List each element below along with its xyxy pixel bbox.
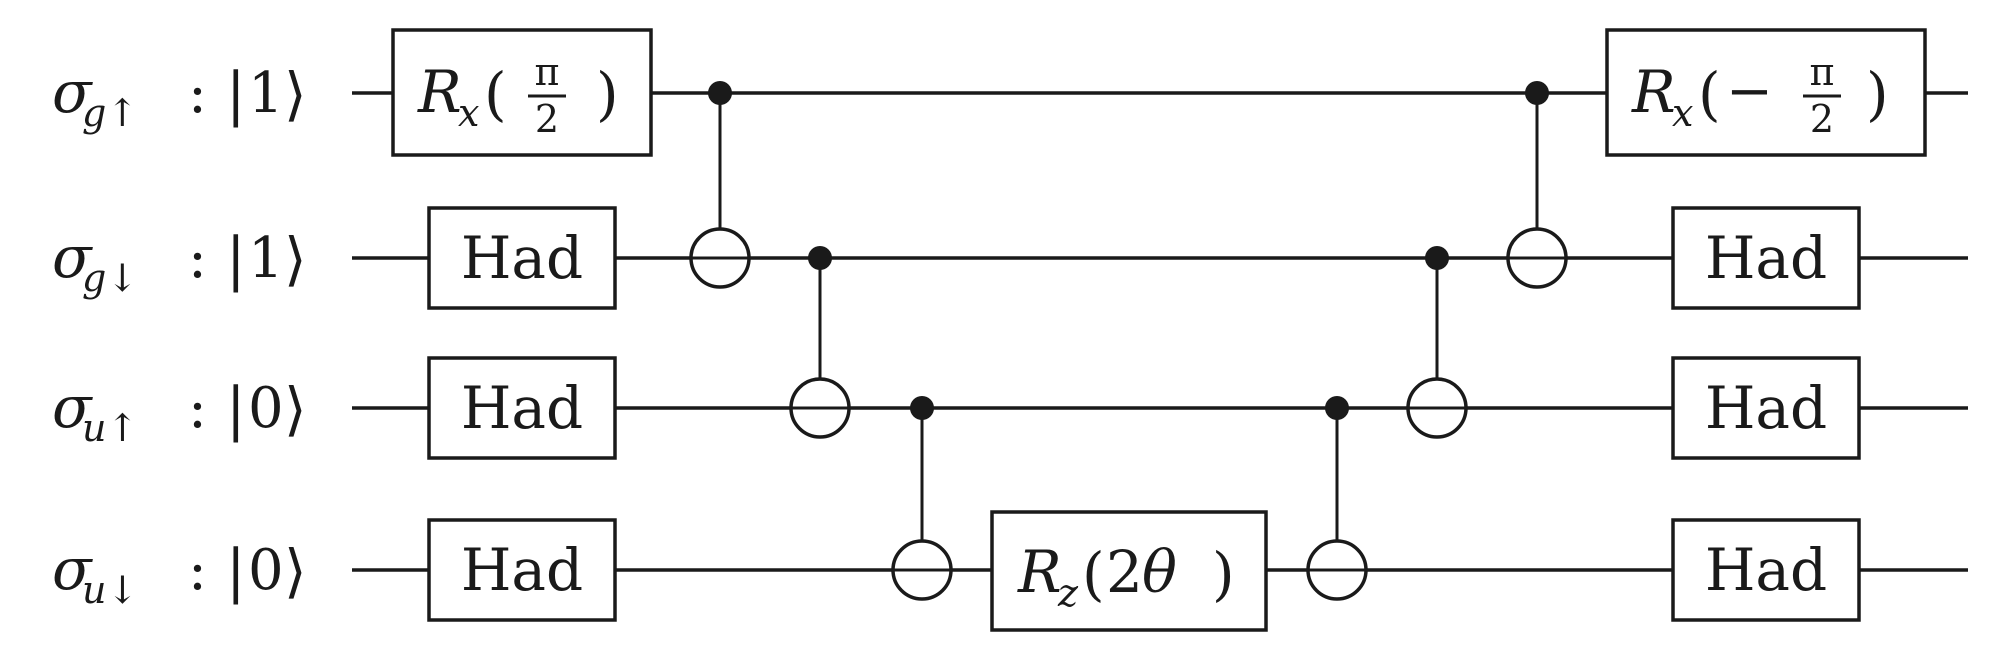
cnot-gate xyxy=(1406,246,1468,439)
colon: : xyxy=(188,538,207,603)
colon: : xyxy=(188,376,207,441)
sigma-symbol: σ xyxy=(52,223,93,291)
control-dot xyxy=(1325,396,1349,420)
sigma-symbol: σ xyxy=(52,373,93,441)
had-gate: Had xyxy=(1671,356,1861,460)
had-label: Had xyxy=(1705,374,1827,442)
had-gate: Had xyxy=(427,356,617,460)
gate-base: R xyxy=(1017,538,1062,606)
gate-argument-number: 2 xyxy=(1106,538,1143,606)
had-label: Had xyxy=(461,536,583,604)
qubit-state: 1 xyxy=(248,226,284,291)
cnot-gate xyxy=(1506,81,1568,289)
gate-base: R xyxy=(417,58,462,126)
qubit-state: 0 xyxy=(248,376,284,441)
cnot-gate xyxy=(789,246,851,439)
fraction-numerator: π xyxy=(535,50,560,94)
ket-close: ⟩ xyxy=(284,60,307,128)
paren-open: ( xyxy=(484,60,507,128)
gate-argument-symbol: θ xyxy=(1142,538,1177,606)
minus-sign: − xyxy=(1726,59,1773,124)
had-gate: Had xyxy=(427,518,617,622)
qubit-label-g-down: σ g↓ : | 1 ⟩ xyxy=(52,223,307,300)
had-label: Had xyxy=(461,224,583,292)
ket-open: | xyxy=(226,537,246,605)
gate-subscript: z xyxy=(1057,571,1079,615)
cnot-gate xyxy=(891,396,953,601)
control-dot xyxy=(1525,81,1549,105)
had-label: Had xyxy=(461,374,583,442)
qubit-subscript: u↓ xyxy=(82,568,138,612)
had-label: Had xyxy=(1705,536,1827,604)
had-gate: Had xyxy=(1671,206,1861,310)
qubit-state: 1 xyxy=(248,61,284,126)
cnot-gate xyxy=(1306,396,1368,601)
qubit-state: 0 xyxy=(248,538,284,603)
qubit-subscript: g↓ xyxy=(82,256,138,300)
gate-base: R xyxy=(1631,58,1676,126)
paren-open: ( xyxy=(1082,540,1105,608)
colon: : xyxy=(188,226,207,291)
had-gate: Had xyxy=(1671,518,1861,622)
sigma-symbol: σ xyxy=(52,58,93,126)
had-label: Had xyxy=(1705,224,1827,292)
paren-close: ) xyxy=(596,60,619,128)
had-gate: Had xyxy=(427,206,617,310)
qubit-label-g-up: σ g↑ : | 1 ⟩ xyxy=(52,58,307,135)
rz-two-theta-gate: R z ( 2 θ ) xyxy=(990,510,1268,632)
ket-close: ⟩ xyxy=(284,225,307,293)
cnot-gate xyxy=(689,81,751,289)
qubit-subscript: u↑ xyxy=(82,406,138,450)
ket-close: ⟩ xyxy=(284,375,307,443)
control-dot xyxy=(1425,246,1449,270)
ket-open: | xyxy=(226,60,246,128)
control-dot xyxy=(910,396,934,420)
ket-open: | xyxy=(226,225,246,293)
ket-close: ⟩ xyxy=(284,537,307,605)
control-dot xyxy=(808,246,832,270)
colon: : xyxy=(188,61,207,126)
sigma-symbol: σ xyxy=(52,535,93,603)
fraction-numerator: π xyxy=(1810,50,1835,94)
paren-close: ) xyxy=(1866,60,1889,128)
control-dot xyxy=(708,81,732,105)
gate-subscript: x xyxy=(1672,91,1693,135)
ket-open: | xyxy=(226,375,246,443)
fraction-denominator: 2 xyxy=(535,97,559,141)
qubit-label-u-up: σ u↑ : | 0 ⟩ xyxy=(52,373,307,450)
qubit-label-u-down: σ u↓ : | 0 ⟩ xyxy=(52,535,307,612)
paren-open: ( xyxy=(1698,60,1721,128)
rx-minus-pi-half-gate: R x ( − π 2 ) xyxy=(1605,28,1927,157)
rx-pi-half-gate: R x ( π 2 ) xyxy=(391,28,653,157)
paren-close: ) xyxy=(1212,540,1235,608)
gate-subscript: x xyxy=(458,91,479,135)
fraction-denominator: 2 xyxy=(1810,97,1834,141)
qubit-subscript: g↑ xyxy=(82,91,138,135)
